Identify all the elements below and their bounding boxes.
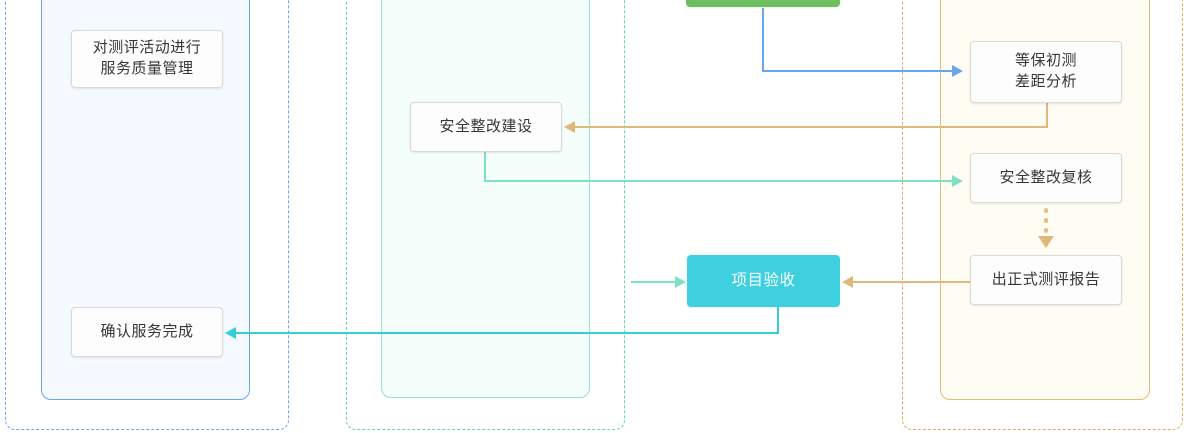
node-formal-assessment-report[interactable]: 出正式测评报告 bbox=[970, 255, 1122, 305]
node-confirm-service-complete-label: 确认服务完成 bbox=[100, 322, 194, 340]
panel-green bbox=[381, 0, 590, 398]
node-formal-assessment-report-label: 出正式测评报告 bbox=[991, 270, 1101, 288]
node-service-quality-management[interactable]: 对测评活动进行 服务质量管理 bbox=[71, 30, 223, 88]
arrowhead-cyan-confirm bbox=[225, 326, 236, 339]
node-project-acceptance-label: 项目验收 bbox=[731, 272, 796, 290]
arrowhead-teal-acceptance bbox=[675, 275, 686, 288]
edge-dot bbox=[1043, 208, 1048, 213]
arrowhead-orange-acceptance bbox=[842, 275, 853, 288]
arrowhead-blue bbox=[952, 64, 963, 77]
node-service-quality-management-label: 对测评活动进行 服务质量管理 bbox=[92, 39, 202, 77]
edge-dot bbox=[1043, 218, 1048, 223]
arrowhead-orange-rectify bbox=[564, 120, 575, 133]
node-security-rectification-construction-label: 安全整改建设 bbox=[439, 117, 533, 135]
edge-dot bbox=[1043, 228, 1048, 233]
node-initial-gap-analysis[interactable]: 等保初测 差距分析 bbox=[970, 41, 1122, 103]
node-project-acceptance[interactable]: 项目验收 bbox=[687, 255, 840, 307]
swimlane-orange-dashed bbox=[902, 0, 1183, 430]
node-security-rectification-review-label: 安全整改复核 bbox=[999, 168, 1093, 186]
node-initial-gap-analysis-label: 等保初测 差距分析 bbox=[1014, 52, 1077, 90]
node-confirm-service-complete[interactable]: 确认服务完成 bbox=[71, 307, 223, 357]
node-green-top[interactable] bbox=[686, 0, 840, 7]
node-security-rectification-review[interactable]: 安全整改复核 bbox=[970, 153, 1122, 203]
swimlane-green-dashed bbox=[346, 0, 625, 430]
arrowhead-orange-report bbox=[1038, 236, 1054, 248]
arrowhead-teal-review bbox=[952, 174, 963, 187]
node-security-rectification-construction[interactable]: 安全整改建设 bbox=[410, 102, 562, 152]
swimlane-blue-dashed bbox=[5, 0, 289, 430]
